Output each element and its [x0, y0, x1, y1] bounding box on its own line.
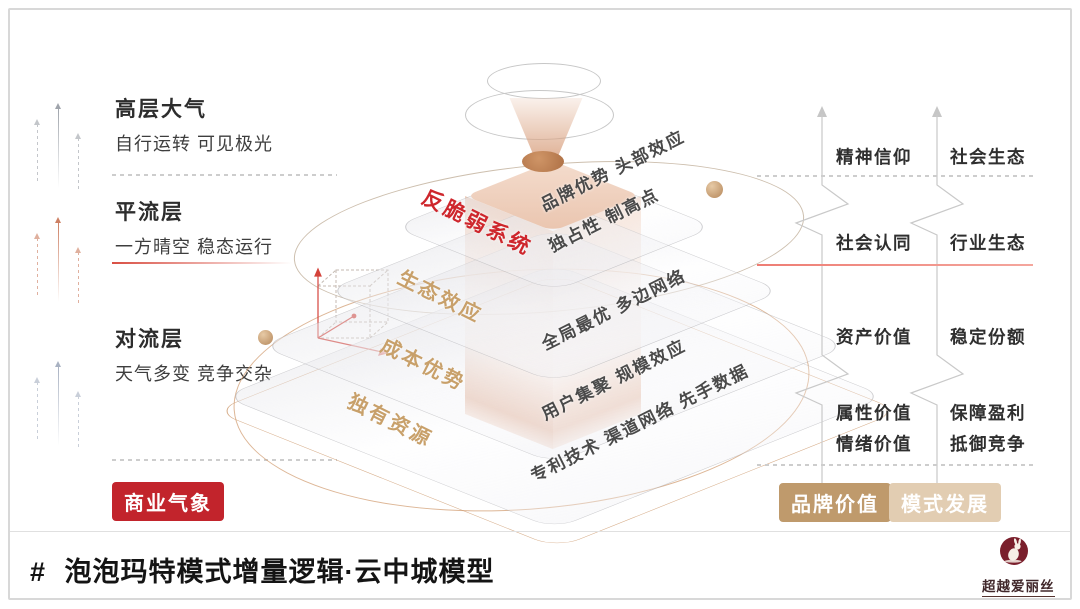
updraft-arrows-top — [28, 103, 88, 193]
title-hash: # — [30, 557, 47, 587]
model-growth-badge: 模式发展 — [889, 483, 1001, 522]
arrow-icon — [55, 361, 61, 446]
arrow-icon — [55, 103, 61, 188]
divider-dashed — [112, 459, 337, 461]
arrow-icon — [34, 119, 40, 182]
divider-dashed — [757, 464, 1035, 466]
arrow-icon — [34, 377, 40, 440]
divider-red — [757, 264, 1033, 266]
orbit-sphere-right — [706, 181, 723, 198]
arrow-icon — [75, 247, 81, 304]
orbit-sphere-left — [258, 330, 273, 345]
atmosphere-upper-name: 高层大气 — [115, 98, 207, 121]
funnel-landing-dot — [522, 151, 564, 172]
atmosphere-strato-desc: 一方晴空 稳态运行 — [115, 237, 274, 257]
updraft-arrows-bottom — [28, 361, 88, 451]
value-attribute-line1: 属性价值 — [836, 403, 912, 423]
value-industry: 行业生态 — [950, 233, 1026, 253]
atmosphere-tropo-name: 对流层 — [115, 328, 184, 351]
value-profit-line2: 抵御竞争 — [950, 434, 1026, 454]
slide-frame — [8, 8, 1072, 600]
brand-value-badge: 品牌价值 — [779, 483, 891, 522]
value-profit: 保障盈利 抵御竞争 — [950, 400, 1026, 456]
arrow-icon — [34, 233, 40, 296]
value-asset: 资产价值 — [836, 327, 912, 347]
atmosphere-strato-name: 平流层 — [115, 201, 184, 224]
page-title: # 泡泡玛特模式增量逻辑·云中城模型 — [30, 550, 495, 589]
value-share: 稳定份额 — [950, 327, 1026, 347]
atmosphere-upper-desc: 自行运转 可见极光 — [115, 134, 274, 154]
updraft-arrows-middle — [28, 217, 88, 307]
divider-red-gradient — [112, 262, 292, 264]
brand-name: 超越爱丽丝 — [982, 575, 1055, 597]
value-society: 社会生态 — [950, 147, 1026, 167]
divider-dashed — [112, 174, 337, 176]
atmosphere-tropo-desc: 天气多变 竞争交杂 — [115, 364, 274, 384]
arrow-icon — [75, 391, 81, 448]
footer-divider — [10, 531, 1070, 532]
title-text: 泡泡玛特模式增量逻辑·云中城模型 — [64, 557, 495, 587]
value-profit-line1: 保障盈利 — [950, 403, 1026, 423]
rabbit-icon — [1004, 538, 1022, 563]
value-attribute-line2: 情绪价值 — [836, 434, 912, 454]
value-attribute: 属性价值 情绪价值 — [836, 400, 912, 456]
value-axis-left — [794, 106, 850, 504]
value-spirit: 精神信仰 — [836, 147, 912, 167]
value-recognition: 社会认同 — [836, 233, 912, 253]
value-axis-right — [909, 106, 965, 504]
divider-dashed — [757, 175, 1035, 177]
brand-logo — [1000, 537, 1028, 565]
weather-badge: 商业气象 — [112, 482, 224, 521]
arrow-icon — [75, 133, 81, 190]
arrow-icon — [55, 217, 61, 302]
